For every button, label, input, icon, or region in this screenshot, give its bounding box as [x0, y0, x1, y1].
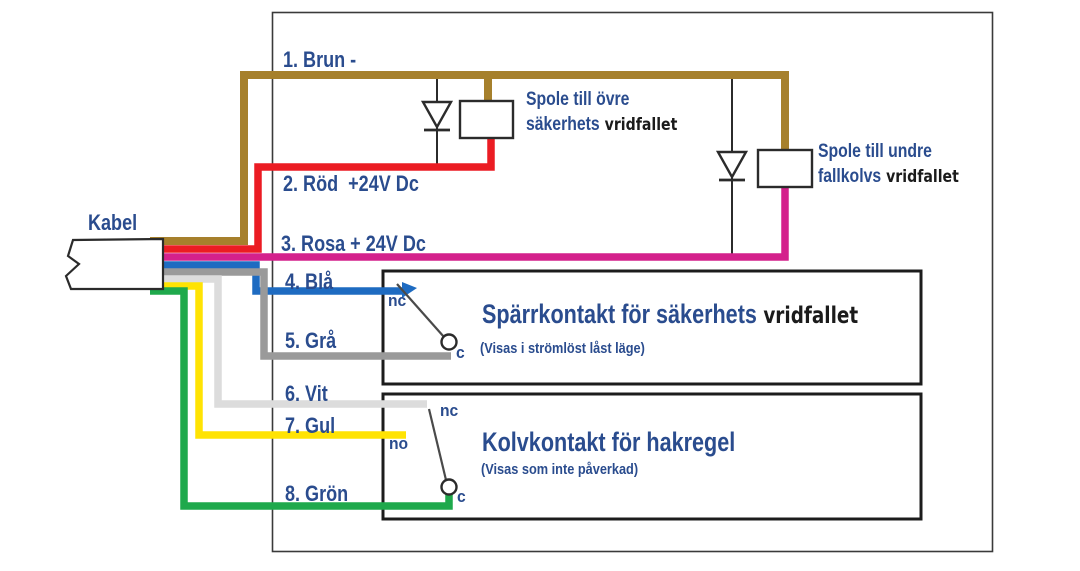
coil-1-label-emphasis: vridfallet	[604, 115, 678, 135]
wire-label-bla: 4. Blå	[285, 269, 334, 294]
coil-2-label-emphasis: vridfallet	[886, 167, 959, 187]
switch-lever-2	[427, 408, 448, 481]
coil-1-label-line2-text: säkerhets	[526, 114, 600, 135]
wire-gra	[150, 268, 451, 360]
coil-2-label-line1: Spole till undre	[818, 141, 932, 162]
contact-box-2	[381, 392, 923, 521]
coil-2	[756, 148, 814, 189]
contact-box-2-title: Kolvkontakt för hakregel	[482, 427, 742, 458]
terminal-nc-1: nc	[388, 291, 407, 310]
contact-box-2-title-text: Kolvkontakt för hakregel	[482, 427, 736, 457]
terminal-c-2: c	[457, 487, 466, 506]
outer-frame	[271, 11, 994, 553]
terminal-no-2: no	[389, 434, 409, 453]
contact-box-2-subtitle: (Visas som inte påverkad)	[481, 461, 639, 478]
contact-box-1-title-emphasis: vridfallet	[763, 303, 859, 329]
wire-label-rod: 2. Röd +24V Dc	[283, 171, 419, 196]
contact-circle-2-icon	[440, 478, 458, 496]
wire-gul	[150, 282, 406, 439]
wire-label-brun: 1. Brun -	[283, 47, 357, 72]
coil-2-label-line2-text: fallkolvs	[818, 166, 882, 187]
wire-bla	[150, 261, 404, 295]
diode-1-icon	[420, 100, 454, 130]
wire-label-vit: 6. Vit	[285, 381, 328, 406]
contact-box-1-title-text: Spärrkontakt för säkerhets	[482, 299, 757, 329]
wire-vit	[150, 275, 427, 408]
wire-label-gron: 8. Grön	[285, 481, 349, 506]
cable-label: Kabel	[88, 210, 138, 235]
diode-2-icon	[715, 150, 749, 180]
terminal-nc-2: nc	[440, 401, 459, 420]
wire-brun	[150, 71, 789, 245]
switch-lever-1	[396, 283, 445, 338]
wire-label-gra: 5. Grå	[285, 328, 337, 353]
terminal-c-1: c	[456, 343, 465, 362]
wire-rod	[150, 137, 495, 253]
coil-1-label-line1: Spole till övre	[526, 89, 630, 110]
coil-1	[458, 99, 515, 140]
wire-gron	[150, 287, 453, 510]
wire-rosa	[150, 184, 789, 261]
cable-body	[64, 237, 165, 291]
contact-box-1-subtitle: (Visas i strömlöst låst läge)	[480, 340, 645, 357]
contact-box-1	[381, 269, 923, 386]
wire-label-rosa: 3. Rosa + 24V Dc	[281, 231, 426, 256]
wire-label-gul: 7. Gul	[285, 413, 336, 438]
contact-circle-1-icon	[440, 333, 458, 351]
